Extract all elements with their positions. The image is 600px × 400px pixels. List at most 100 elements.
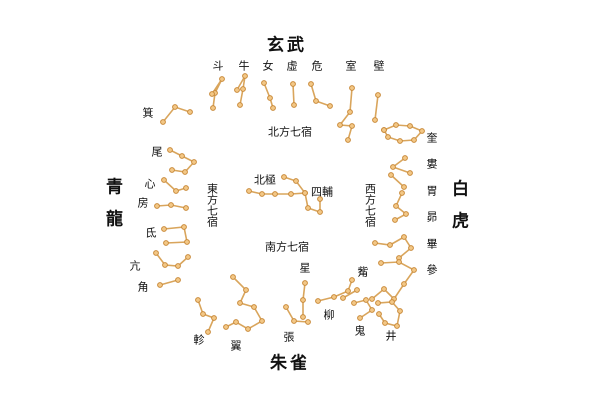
star-dot xyxy=(302,190,308,196)
star-dot xyxy=(349,277,355,283)
star-dot xyxy=(349,85,355,91)
star-dot xyxy=(293,178,299,184)
star-dot xyxy=(327,103,333,109)
star-dot xyxy=(390,164,396,170)
mansion-north-2: 牛 xyxy=(238,59,250,73)
star-dot xyxy=(290,81,296,87)
star-dot xyxy=(388,172,394,178)
mansion-north-6: 室 xyxy=(345,59,357,73)
star-dot xyxy=(401,281,407,287)
mansion-north-5: 危 xyxy=(311,59,323,73)
constellation-east-jiao-line xyxy=(159,279,179,286)
star-dot xyxy=(172,104,178,110)
constellation-north-niu-line xyxy=(236,75,246,106)
constellation-south-liu-line xyxy=(317,279,353,302)
region-north-label: 北方七宿 xyxy=(268,125,312,139)
star-dot xyxy=(300,314,306,320)
star-dot xyxy=(167,147,173,153)
star-dot xyxy=(183,185,189,191)
star-dot xyxy=(407,123,413,129)
mansion-east-7: 箕 xyxy=(142,106,154,120)
mansion-west-6: 參 xyxy=(426,263,438,277)
constellation-north-nu-line xyxy=(263,82,274,109)
star-dot xyxy=(385,134,391,140)
star-dot xyxy=(347,109,353,115)
star-dot xyxy=(407,170,413,176)
star-dot xyxy=(305,205,311,211)
star-dot xyxy=(200,311,206,317)
star-dot xyxy=(195,297,201,303)
constellation-west-wei-line xyxy=(390,174,405,188)
star-dot xyxy=(185,254,191,260)
star-dot xyxy=(261,80,267,86)
constellation-north-dou-line xyxy=(211,78,223,109)
star-dot xyxy=(363,297,369,303)
star-dot xyxy=(161,226,167,232)
star-dot xyxy=(234,87,240,93)
star-dot xyxy=(259,191,265,197)
star-dot xyxy=(191,159,197,165)
star-dot xyxy=(240,86,246,92)
star-dot xyxy=(337,122,343,128)
star-dot xyxy=(161,177,167,183)
region-east-label: 東方七宿 xyxy=(205,183,219,227)
star-dot xyxy=(372,240,378,246)
star-dot xyxy=(187,109,193,115)
constellation-east-di-line xyxy=(163,226,188,244)
star-dot xyxy=(162,262,168,268)
guardian-east-label-1: 青 xyxy=(106,177,126,198)
mansion-north-7: 壁 xyxy=(373,59,385,73)
mansion-west-5: 畢 xyxy=(426,237,438,251)
star-dot xyxy=(375,92,381,98)
guardian-west-label-1: 白 xyxy=(452,179,472,200)
star-dot xyxy=(153,250,159,256)
star-dot xyxy=(411,267,417,273)
mansion-west-2: 婁 xyxy=(426,157,438,171)
mansion-east-5: 心 xyxy=(144,177,156,191)
star-dot xyxy=(291,102,297,108)
star-dot xyxy=(403,211,409,217)
star-dot xyxy=(211,315,217,321)
star-dot xyxy=(233,319,239,325)
star-dot xyxy=(245,326,251,332)
star-dot xyxy=(392,217,398,223)
star-dot xyxy=(300,297,306,303)
star-dot xyxy=(157,282,163,288)
star-dot xyxy=(408,245,414,251)
star-dot xyxy=(308,81,314,87)
star-dot xyxy=(357,315,363,321)
guardian-west-label-2: 虎 xyxy=(452,211,472,232)
mansion-east-2: 亢 xyxy=(129,259,141,273)
star-dot xyxy=(345,288,351,294)
guardian-north-label: 玄武 xyxy=(267,35,307,56)
star-dot xyxy=(209,91,215,97)
star-dot xyxy=(183,205,189,211)
mansion-south-2: 鬼 xyxy=(354,324,366,338)
star-dot xyxy=(351,300,357,306)
star-dot xyxy=(378,260,384,266)
constellation-north-bi-line xyxy=(374,94,379,121)
star-dot xyxy=(175,263,181,269)
mansion-south-6: 翼 xyxy=(230,339,242,353)
star-dot xyxy=(387,242,393,248)
star-dot xyxy=(401,234,407,240)
star-dot xyxy=(179,153,185,159)
star-dot xyxy=(267,95,273,101)
star-dot xyxy=(160,119,166,125)
star-dot xyxy=(246,188,252,194)
star-dot xyxy=(283,304,289,310)
star-dot xyxy=(419,128,425,134)
mansion-east-6: 尾 xyxy=(151,145,163,159)
mansion-north-3: 女 xyxy=(262,59,274,73)
star-dot xyxy=(376,311,382,317)
constellation-south-gui-line xyxy=(353,299,374,319)
star-dot xyxy=(354,287,360,293)
star-dot xyxy=(251,304,257,310)
constellation-west-mao-line xyxy=(394,192,408,221)
star-dot xyxy=(393,203,399,209)
star-dot xyxy=(381,286,387,292)
star-dot xyxy=(259,318,265,324)
star-dot xyxy=(175,277,181,283)
mansion-east-4: 房 xyxy=(137,196,149,210)
